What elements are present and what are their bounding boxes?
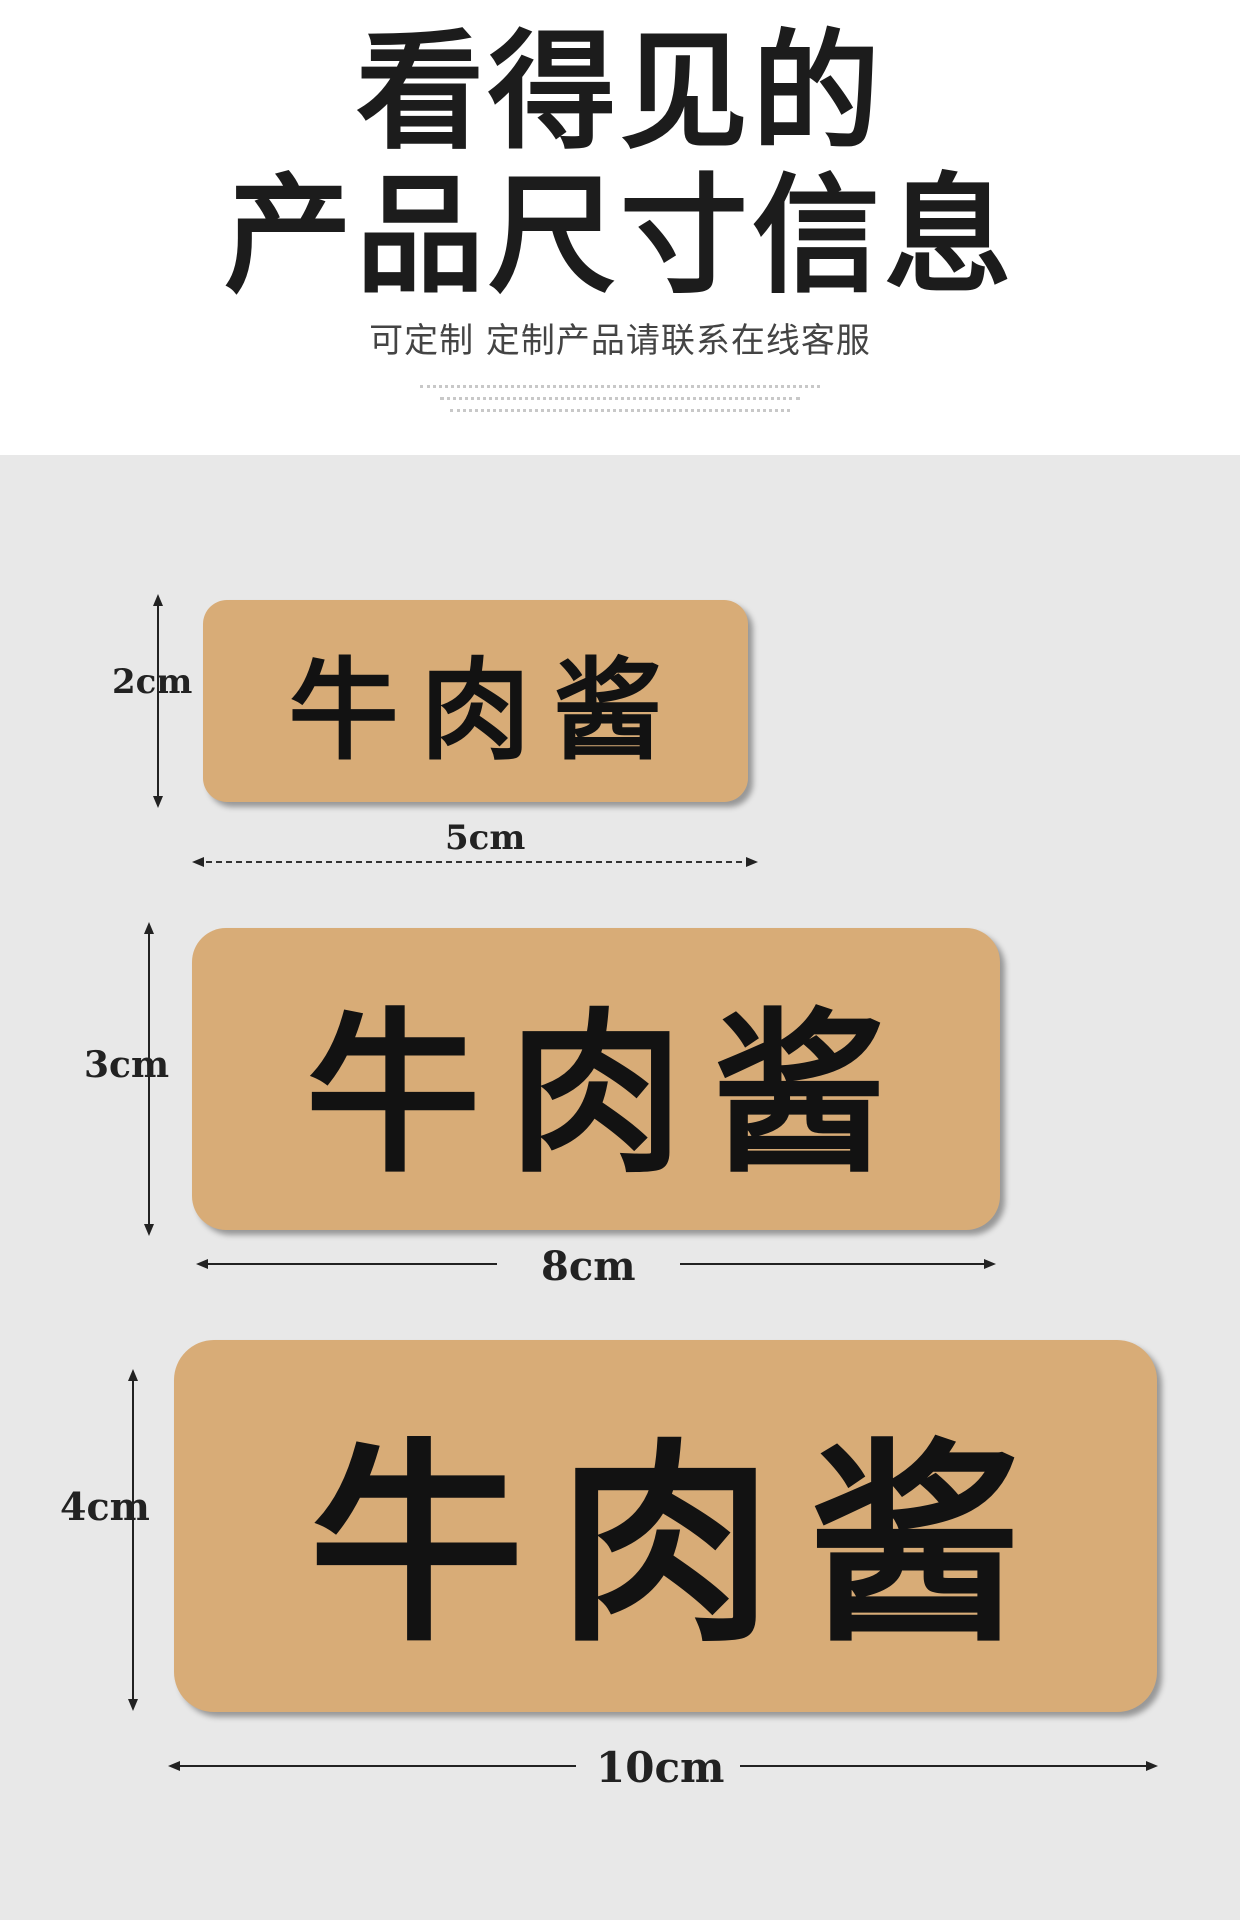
label-small-text: 牛肉酱 [288, 647, 685, 775]
width-arrow-large-right [740, 1765, 1150, 1767]
arrow-right-icon [984, 1259, 996, 1269]
fine-print-line [440, 397, 800, 404]
arrow-up-icon [153, 594, 163, 606]
fine-print-line [450, 409, 790, 416]
fine-print-line [420, 385, 820, 392]
arrow-left-icon [192, 857, 204, 867]
label-medium-text: 牛肉酱 [305, 993, 915, 1197]
arrow-down-icon [153, 796, 163, 808]
page-title-line-1: 看得见的 [355, 18, 884, 167]
label-small: 牛肉酱 [203, 600, 748, 802]
height-label-large: 4cm [60, 1484, 150, 1529]
page-subtitle: 可定制 定制产品请联系在线客服 [369, 321, 871, 361]
label-large: 牛肉酱 [174, 1340, 1157, 1712]
height-arrow-small [157, 600, 159, 802]
arrow-up-icon [128, 1369, 138, 1381]
label-medium: 牛肉酱 [192, 928, 1000, 1230]
width-arrow-large-left [174, 1765, 576, 1767]
arrow-left-icon [196, 1259, 208, 1269]
arrow-right-icon [1146, 1761, 1158, 1771]
width-arrow-small [196, 861, 752, 863]
arrow-left-icon [168, 1761, 180, 1771]
width-label-large: 10cm [596, 1743, 725, 1792]
width-label-small: 5cm [445, 818, 526, 858]
arrow-up-icon [144, 922, 154, 934]
height-label-medium: 3cm [84, 1044, 170, 1086]
arrow-down-icon [128, 1699, 138, 1711]
label-large-text: 牛肉酱 [309, 1419, 1056, 1671]
height-arrow-medium [148, 928, 150, 1230]
width-arrow-medium-right [680, 1263, 990, 1265]
arrow-right-icon [746, 857, 758, 867]
arrow-down-icon [144, 1224, 154, 1236]
height-arrow-large [132, 1375, 134, 1705]
page-title-line-2: 产品尺寸信息 [223, 162, 1016, 311]
width-label-medium: 8cm [541, 1243, 636, 1290]
width-arrow-medium-left [202, 1263, 497, 1265]
height-label-small: 2cm [112, 662, 193, 702]
header: 看得见的 产品尺寸信息 可定制 定制产品请联系在线客服 [0, 0, 1240, 455]
